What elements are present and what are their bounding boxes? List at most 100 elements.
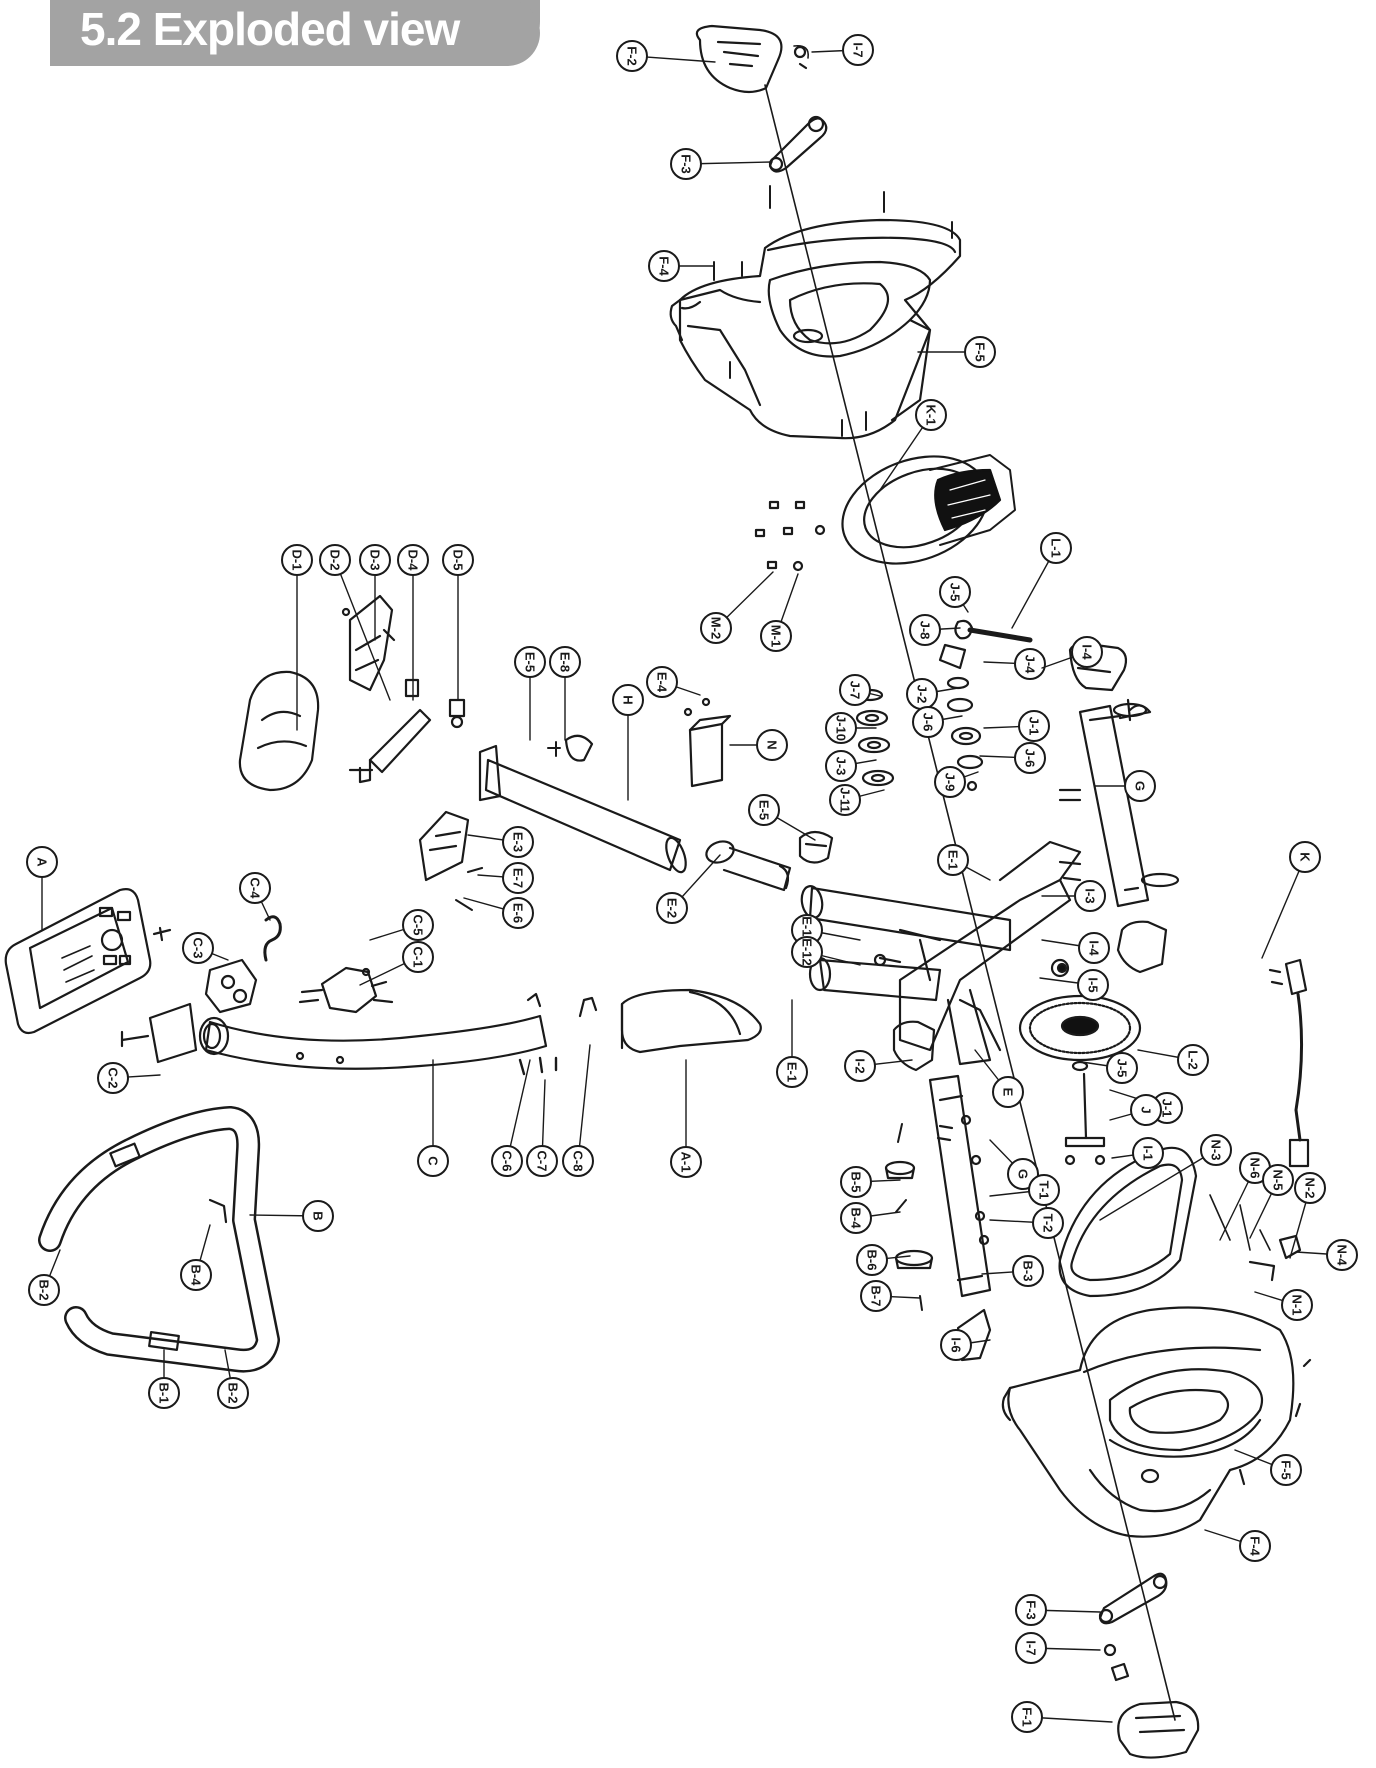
callout-label: J [1139,1106,1154,1113]
callout-E5b: E-5 [748,794,816,841]
callout-balloon [840,1166,872,1198]
callout-E4: E-4 [646,666,701,698]
callout-M2: M-2 [700,571,774,644]
callout-balloon [502,862,534,894]
callout-label: B-2 [37,1280,52,1301]
callout-balloon [1177,1044,1209,1076]
callout-balloon [612,684,644,716]
callout-F5b: F-5 [1234,1449,1302,1486]
callout-H: H [612,684,644,801]
callout-label: D-1 [290,550,305,571]
callout-label: B-7 [869,1286,884,1307]
callout-balloon [648,250,680,282]
handlebar-clamp [204,958,258,1014]
callout-leader [1099,1149,1217,1221]
callout-balloon [912,706,944,738]
lock-knob [798,830,834,864]
callout-label: M-1 [769,625,784,647]
callout-balloon [319,544,351,576]
callout-balloon [417,1145,449,1177]
callout-F3b: F-3 [1015,1594,1101,1626]
callout-label: C-6 [500,1151,515,1172]
callout-J2: J-2 [906,678,959,710]
callout-label: J-5 [948,583,963,602]
callout-label: B-5 [849,1172,864,1193]
callout-balloon [402,909,434,941]
callout-I7b: I-7 [1015,1632,1101,1664]
callout-label: I-7 [1024,1640,1039,1655]
section-header-tab [50,0,540,66]
callout-label: C-4 [248,878,263,900]
callout-balloon [844,1050,876,1082]
callout-balloon [825,712,857,744]
callout-N4: N-4 [1295,1239,1358,1271]
callout-D3: D-3 [359,544,391,641]
callout-label: I-4 [1080,644,1095,660]
callout-leader [577,1044,591,1162]
callout-label: N [765,740,780,749]
callout-label: C-3 [191,938,206,959]
callout-label: I-6 [949,1337,964,1352]
seat-bracket [341,594,396,692]
callout-label: E-2 [665,898,680,918]
callout-balloon [840,1202,872,1234]
callout-balloon [502,897,534,929]
callout-balloon [182,932,214,964]
callout-B7: B-7 [860,1280,921,1312]
callout-B2: B-2 [28,1249,61,1306]
callout-balloon [1326,1239,1358,1271]
callout-balloon [1012,1255,1044,1287]
callout-label: I-5 [1086,977,1101,992]
callout-balloon [1106,1052,1138,1084]
callout-N5: N-5 [1249,1164,1294,1239]
callout-label: I-1 [1141,1145,1156,1160]
callout-label: F-4 [657,256,672,276]
callout-E12: E-12 [791,936,861,968]
callout-label: J-4 [1023,655,1038,675]
callout-balloon [670,1146,702,1178]
callout-label: I-7 [851,42,866,57]
callout-label: L-2 [1186,1050,1201,1070]
callout-balloon [1289,841,1321,873]
callout-label: J-1 [1027,717,1042,736]
callout-label: E-1 [946,850,961,870]
callout-I6: I-6 [940,1329,991,1361]
callout-A1: A-1 [670,1059,702,1178]
callout-balloon [760,620,792,652]
callout-balloon [239,872,271,904]
callout-label: A [35,857,50,867]
callout-F4b: F-4 [1204,1529,1271,1562]
magnet-bolts [754,500,826,572]
callout-B2b: B-2 [217,1349,249,1409]
callout-F3: F-3 [670,148,773,180]
callout-balloon [1011,1701,1043,1733]
callout-label: C-7 [535,1151,550,1172]
callout-label: C-5 [411,915,426,936]
callout-balloon [1078,932,1110,964]
crank-nut-bottom [1103,1643,1130,1682]
callout-balloon [791,936,823,968]
callout-K1: K-1 [879,399,947,491]
callout-F5a: F-5 [917,336,996,368]
callout-label: E-12 [800,938,815,965]
callout-label: N-6 [1248,1158,1263,1179]
callout-J9: J-9 [934,766,979,798]
callout-N6: N-6 [1219,1152,1271,1241]
callout-N2: N-2 [1289,1172,1326,1259]
stabilizer-feet [884,1123,954,1311]
callout-balloon [748,794,780,826]
callout-label: C-2 [106,1068,121,1089]
callout-label: B-3 [1021,1261,1036,1282]
callout-J5b: J-5 [1081,1052,1138,1084]
callout-label: E-1 [785,1062,800,1082]
callout-balloon [1281,1289,1313,1321]
callout-balloon [1132,1137,1164,1169]
callout-T1: T-1 [989,1174,1060,1206]
callout-E7: E-7 [477,862,534,894]
mast-cover [620,988,762,1054]
callout-I1: I-1 [1111,1137,1164,1169]
callout-B5: B-5 [840,1166,901,1198]
callout-label: K-1 [924,405,939,426]
callout-balloon [281,544,313,576]
callout-label: B-2 [226,1383,241,1404]
